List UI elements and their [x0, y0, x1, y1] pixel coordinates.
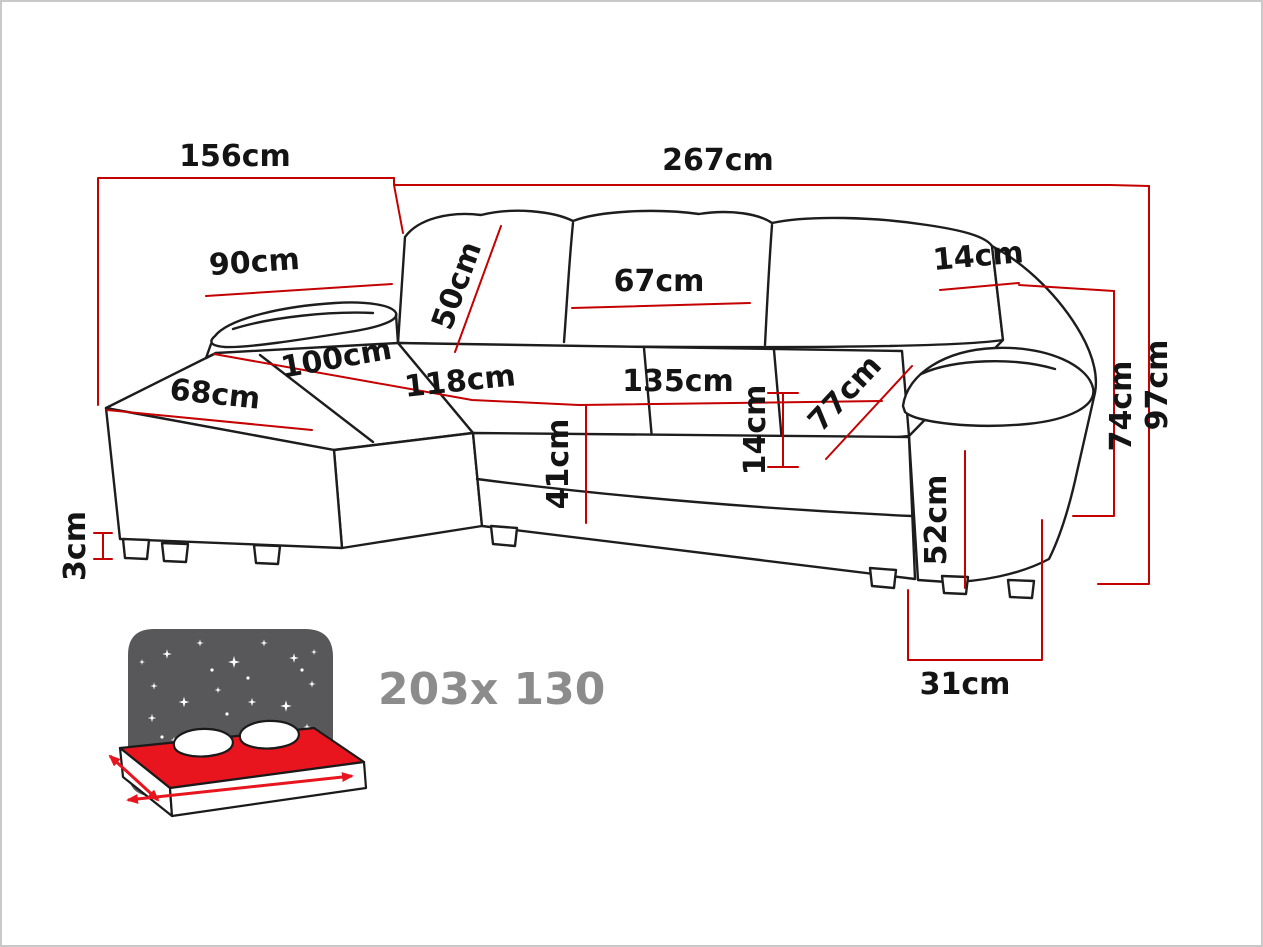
sleeping-function-icon: 203x 130 [108, 629, 605, 818]
dim-label-arm-side-height: 52cm [919, 475, 954, 566]
seat-seam-left [642, 346, 654, 441]
dimension-labels: 156cm 267cm 90cm 14cm 50cm 67cm 97cm 74c… [58, 139, 1175, 702]
backrest-seam-right [763, 223, 774, 347]
dim-label-leg-height: 3cm [58, 511, 93, 581]
sofa-foot [940, 574, 970, 596]
dim-line-chaise-front-edge [106, 409, 313, 431]
pillow-right [238, 719, 300, 750]
dim-line-total-width [393, 177, 1150, 234]
sofa-foot [1006, 578, 1036, 600]
mattress-width-arrow [126, 772, 354, 804]
sofa-front-panel [471, 431, 917, 581]
seat-seam-right [772, 348, 784, 444]
mattress-size-arrows [108, 754, 354, 804]
sofa-foot [121, 537, 151, 561]
dim-label-arm-width: 31cm [920, 667, 1011, 702]
bed-size-label: 203x 130 [378, 664, 605, 715]
dimension-lines [93, 177, 1150, 661]
sofa-front-seam [475, 477, 914, 518]
right-arm-pad-fold [919, 360, 1057, 376]
mattress-depth-arrow [108, 754, 160, 802]
dim-label-arm-rear-height: 74cm [1104, 361, 1139, 452]
dim-label-left-arm-length: 90cm [208, 242, 301, 283]
dim-label-total-width: 267cm [662, 143, 774, 178]
dim-line-left-arm-length [205, 283, 393, 297]
chaise-seam [258, 353, 375, 444]
sofa-foot [868, 566, 898, 590]
dim-line-chaise-length [97, 177, 395, 406]
chaise-front-panel [104, 406, 344, 550]
dim-label-right-arm-top-width: 14cm [931, 235, 1025, 278]
sofa-foot [252, 543, 282, 566]
dim-line-arm-rear-height [1072, 290, 1115, 517]
left-arm-pad-fold [231, 311, 375, 331]
pillow-left [172, 727, 234, 758]
sofa-outline [104, 209, 1098, 600]
dim-line-seat-width [578, 400, 883, 406]
dim-label-chaise-length: 156cm [179, 139, 291, 174]
corner-front-panel [332, 431, 484, 550]
dim-label-seat-width: 135cm [622, 364, 734, 399]
dim-line-leg-height [93, 532, 113, 560]
dim-line-seat-depth [825, 365, 913, 460]
backrest-block [396, 209, 1005, 349]
dim-line-arm-width [907, 519, 1043, 661]
right-arm-pad [901, 346, 1095, 427]
dim-label-back-cushion-width: 67cm [614, 264, 705, 299]
dim-line-chaise-width-seat-length [213, 353, 580, 406]
left-arm-support [204, 313, 400, 360]
dim-line-seat-cushion-height [767, 392, 799, 468]
dim-label-seat-height: 41cm [541, 419, 576, 510]
dim-label-seat-cushion-height: 14cm [738, 385, 773, 476]
dim-line-back-cushion-width [571, 302, 751, 309]
backrest-seam-left [562, 221, 575, 344]
dim-label-total-height: 97cm [1140, 340, 1175, 431]
dim-line-right-arm-top-width [939, 282, 1115, 292]
dim-line-back-cushion-height [454, 225, 502, 353]
sofa-foot [160, 541, 190, 564]
stars [139, 639, 317, 744]
sofa-foot [489, 524, 519, 548]
dim-line-total-height [1097, 185, 1150, 585]
